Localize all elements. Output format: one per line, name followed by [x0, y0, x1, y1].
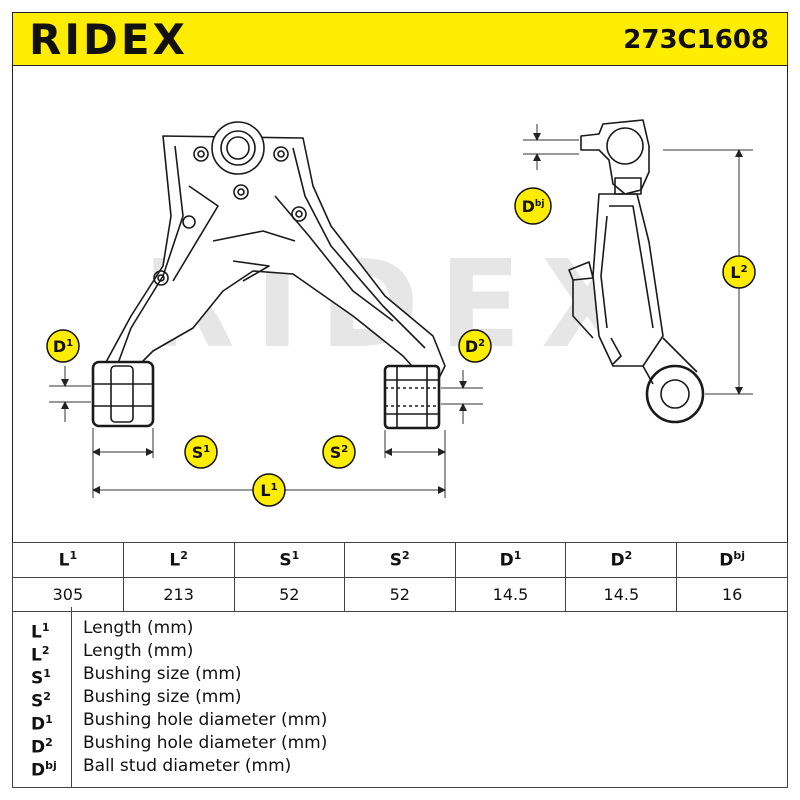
svg-text:S1: S1	[192, 443, 211, 462]
callout-l2: L2	[722, 255, 756, 289]
svg-text:D2: D2	[465, 337, 485, 356]
spec-header-row: L1 L2 S1 S2 D1 D2 Dbj	[12, 542, 788, 578]
spec-header-l2: L2	[122, 542, 235, 578]
legend-description: Ball stud diameter (mm)	[83, 756, 292, 776]
brand-logo: RIDEX	[29, 15, 188, 64]
legend-description: Bushing hole diameter (mm)	[83, 733, 328, 753]
control-arm-drawing: RIDEX	[46, 119, 756, 507]
legend-symbol: Dbj	[31, 759, 57, 781]
callout-s2: S2	[322, 435, 356, 469]
callout-d1: D1	[46, 329, 80, 363]
legend-description: Bushing size (mm)	[83, 687, 242, 707]
legend-row-s2: S2 Bushing size (mm)	[13, 686, 789, 712]
spec-value-row: 305 213 52 52 14.5 14.5 16	[12, 577, 788, 612]
svg-text:S2: S2	[330, 443, 349, 462]
svg-text:D1: D1	[53, 337, 73, 356]
control-arm-side-view	[568, 119, 705, 424]
spec-value-s2: 52	[344, 577, 456, 612]
svg-text:L1: L1	[260, 481, 277, 500]
legend-row-dbj: Dbj Ball stud diameter (mm)	[13, 755, 789, 781]
legend-symbol: D1	[31, 713, 53, 735]
spec-table: L1 L2 S1 S2 D1 D2 Dbj 305 213 52 52 14.5…	[12, 542, 788, 612]
legend-row-s1: S1 Bushing size (mm)	[13, 663, 789, 689]
spec-value-d1: 14.5	[454, 577, 567, 612]
callout-d2: D2	[458, 329, 492, 363]
legend-description: Bushing hole diameter (mm)	[83, 710, 328, 730]
callout-s1: S1	[184, 435, 218, 469]
legend-symbol: D2	[31, 736, 53, 758]
legend-symbol: L2	[31, 644, 50, 666]
spec-value-d2: 14.5	[565, 577, 678, 612]
header-bar: RIDEX 273C1608	[12, 12, 788, 66]
legend-description: Length (mm)	[83, 641, 194, 661]
legend-symbol: L1	[31, 621, 50, 643]
spec-header-d2: D2	[565, 542, 678, 578]
legend-row-d1: D1 Bushing hole diameter (mm)	[13, 709, 789, 735]
spec-header-l1: L1	[12, 542, 124, 578]
spec-header-d1: D1	[454, 542, 567, 578]
spec-header-dbj: Dbj	[676, 542, 788, 578]
spec-value-l1: 305	[12, 577, 124, 612]
svg-text:L2: L2	[730, 263, 747, 282]
legend-divider	[71, 607, 72, 788]
callout-l1: L1	[252, 473, 286, 507]
legend-symbol: S2	[31, 690, 51, 712]
spec-header-s1: S1	[233, 542, 346, 578]
spec-value-dbj: 16	[676, 577, 788, 612]
part-number: 273C1608	[623, 25, 769, 55]
legend-description: Length (mm)	[83, 618, 194, 638]
callout-dbj: Dbj	[514, 187, 552, 225]
legend-row-d2: D2 Bushing hole diameter (mm)	[13, 732, 789, 758]
legend: L1 Length (mm) L2 Length (mm) S1 Bushing…	[12, 607, 788, 788]
legend-row-l2: L2 Length (mm)	[13, 640, 789, 666]
svg-text:Dbj: Dbj	[522, 197, 545, 216]
technical-drawing: RIDEX	[12, 66, 788, 542]
spec-header-s2: S2	[344, 542, 456, 578]
legend-symbol: S1	[31, 667, 51, 689]
control-arm-front-view	[91, 121, 446, 430]
spec-value-s1: 52	[233, 577, 346, 612]
legend-row-l1: L1 Length (mm)	[13, 617, 789, 643]
legend-description: Bushing size (mm)	[83, 664, 242, 684]
